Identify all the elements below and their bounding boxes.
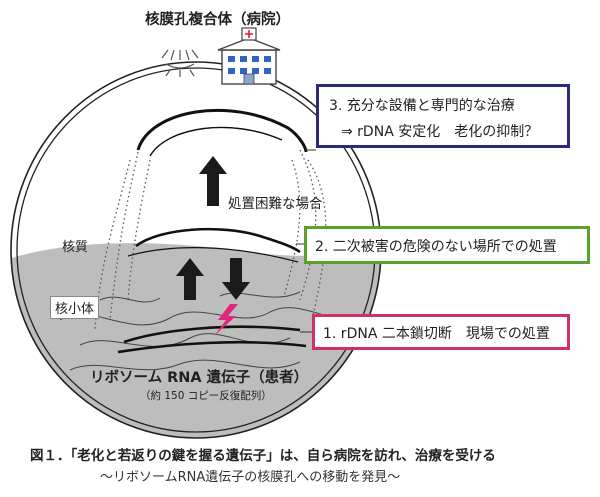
arrow-label: 処置困難な場合 [228,196,323,212]
step3-box: 3. 充分な設備と専門的な治療 ⇒ rDNA 安定化 老化の抑制？ [316,84,570,148]
gene-label: リボソーム RNA 遺伝子（患者） [90,370,309,386]
rdna-loop-top-inner [149,126,283,157]
nucleolus-region [11,238,381,438]
arrow-up-lower-icon [176,258,204,300]
movement-arrows [176,156,250,300]
nucleoplasm-label: 核質 [62,240,89,255]
nuclear-pore-icon [161,49,199,77]
hospital-icon [217,27,281,85]
step1-box: 1. rDNA 二本鎖切断 現場での処置 [312,314,570,350]
step1-line1: 1. rDNA 二本鎖切断 現場での処置 [323,326,550,342]
rdna-middle [135,227,301,254]
rdna-strand-1 [123,325,301,344]
step3-line2: ⇒ rDNA 安定化 老化の抑制？ [341,124,539,140]
nucleolus-label: 核小体 [50,296,100,319]
double-strand-break-icon [214,304,238,336]
rdna-middle-2 [127,247,299,263]
caption-subtitle: ～リボソームRNA遺伝子の核膜孔への移動を発見～ [100,470,401,485]
step3-line1: 3. 充分な設備と専門的な治療 [329,98,515,114]
caption-title: 図１．「老化と若返りの鍵を握る遺伝子」は、自ら病院を訪れ、治療を受ける [30,448,496,464]
nuclear-pore-label: 核膜孔複合体（病院） [145,12,290,28]
step2-box: 2. 二次被害の危険のない場所での処置 [304,226,590,264]
rdna-strand-2 [117,340,307,354]
arrow-up-top-icon [199,156,227,206]
gene-sublabel: （約 150 コピー反復配列） [140,390,272,402]
step2-line1: 2. 二次被害の危険のない場所での処置 [315,239,557,255]
rdna-loop-top [136,108,308,153]
arrow-down-lower-icon [222,258,250,300]
